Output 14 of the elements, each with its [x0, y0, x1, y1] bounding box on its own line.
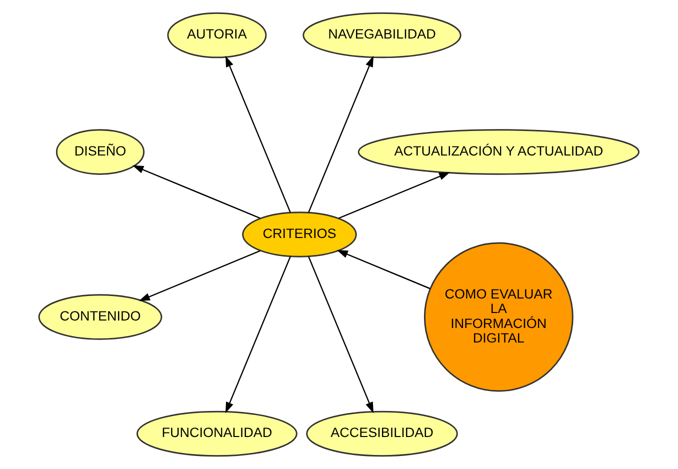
node-ellipse: FUNCIONALIDAD	[136, 410, 298, 457]
node-ellipse: ACTUALIZACIÓN Y ACTUALIDAD	[358, 129, 640, 175]
node-circle: COMO EVALUAR LA INFORMACIÓN DIGITAL	[424, 242, 574, 392]
arrow	[336, 250, 430, 290]
node-ellipse: AUTORIA	[167, 12, 267, 58]
arrow	[225, 256, 291, 414]
arrow	[138, 250, 260, 302]
arrow	[132, 165, 260, 219]
node-ellipse: NAVEGABILIDAD	[302, 12, 462, 58]
arrow	[308, 256, 374, 414]
arrow	[308, 56, 374, 213]
node-ellipse: ACCESIBILIDAD	[306, 410, 458, 457]
arrow	[225, 56, 291, 213]
arrow	[338, 172, 450, 219]
